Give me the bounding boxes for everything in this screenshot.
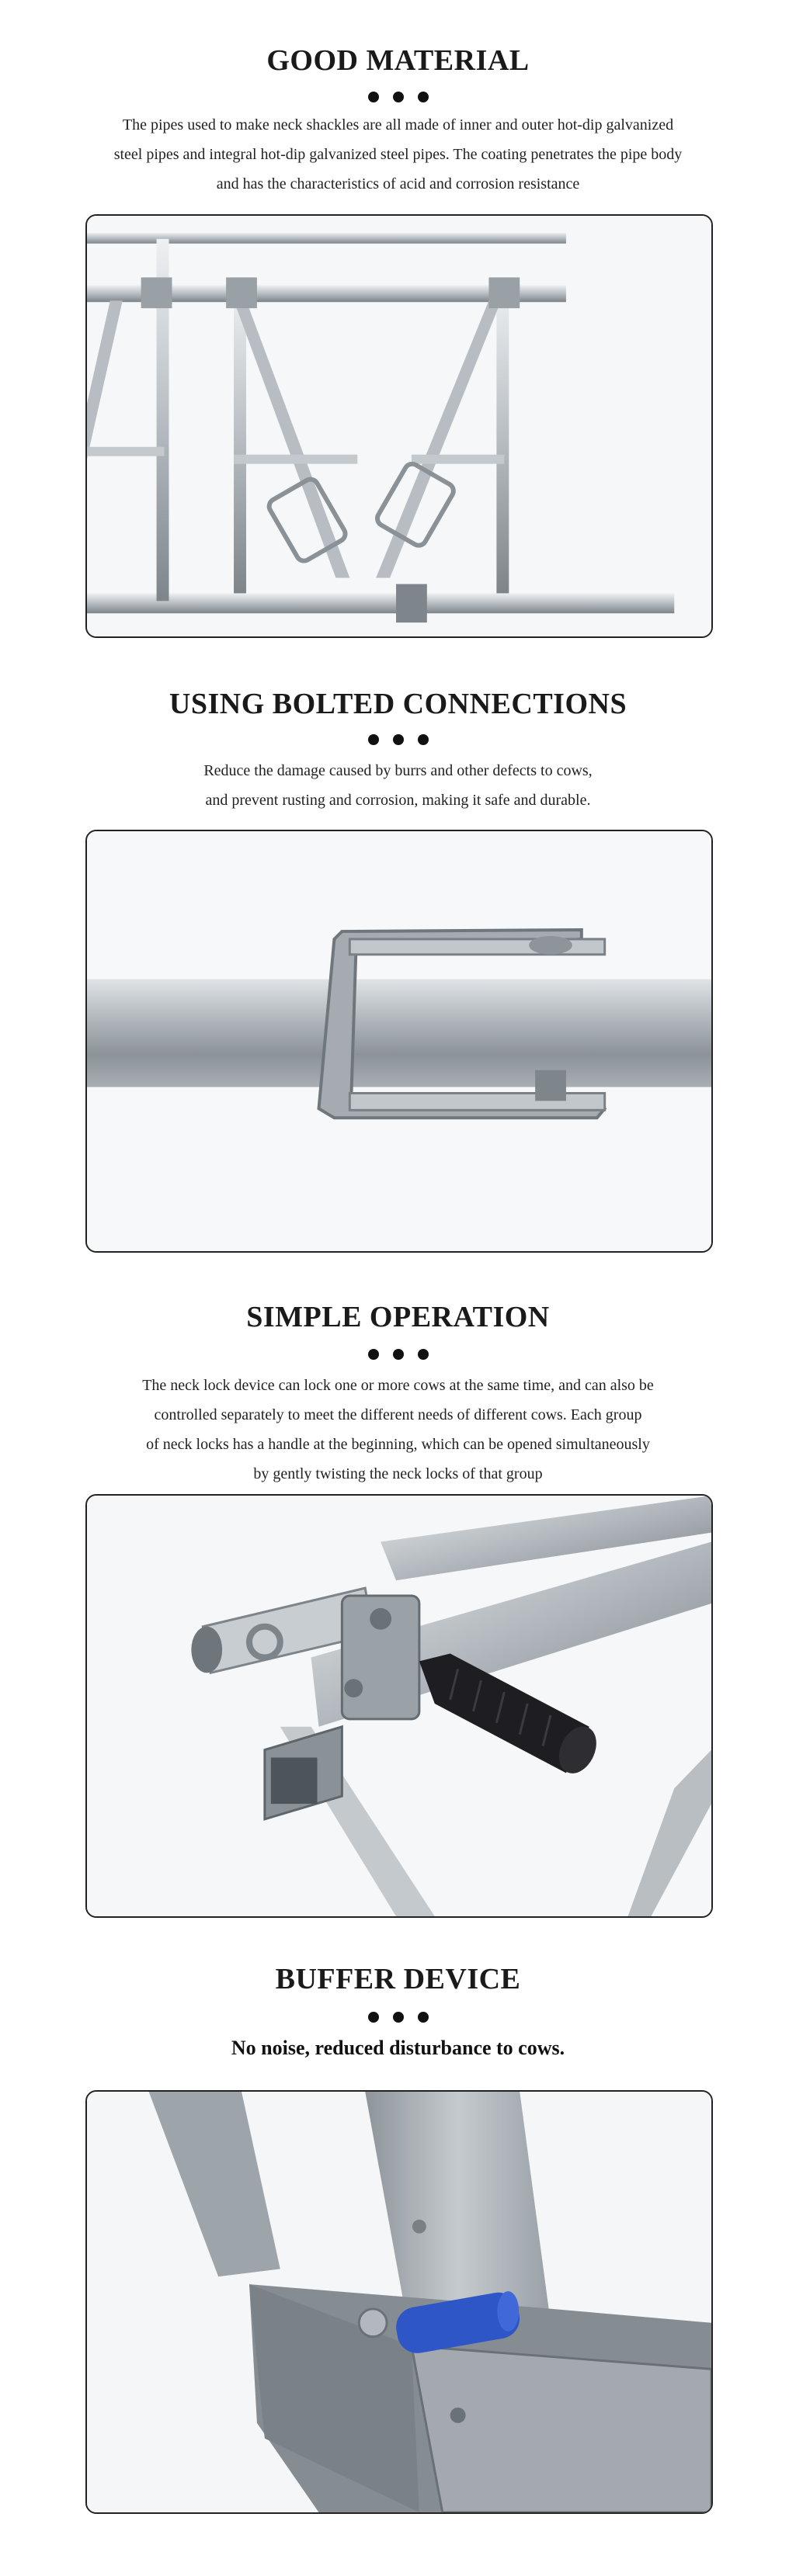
section-description-line: of neck locks has a handle at the beginn…: [146, 1436, 650, 1453]
section-title: SIMPLE OPERATION: [246, 1301, 550, 1333]
product-photo-buffer-device: [85, 2090, 713, 2514]
section-description-line: and has the characteristics of acid and …: [216, 175, 580, 192]
section-description-line: Reduce the damage caused by burrs and ot…: [203, 762, 593, 779]
dots-divider: [0, 734, 796, 745]
section-description-line: steel pipes and integral hot-dip galvani…: [113, 146, 683, 163]
dots-divider: [0, 1349, 796, 1360]
section-description-line: controlled separately to meet the differ…: [154, 1406, 642, 1423]
section-simple-operation: SIMPLE OPERATION The neck lock device ca…: [0, 1265, 796, 1925]
section-description-line: by gently twisting the neck locks of tha…: [253, 1465, 543, 1482]
section-title: USING BOLTED CONNECTIONS: [169, 688, 627, 720]
product-photo-lock-handle: [85, 1494, 713, 1918]
section-bolted-connections: USING BOLTED CONNECTIONS Reduce the dama…: [0, 644, 796, 1265]
section-description-line: and prevent rusting and corrosion, makin…: [205, 792, 591, 809]
product-photo-neck-lock-frame: [85, 214, 713, 638]
section-title: GOOD MATERIAL: [266, 44, 530, 77]
section-description-line: No noise, reduced disturbance to cows.: [231, 2037, 565, 2059]
dots-divider: [0, 92, 796, 102]
product-photo-bolted-clamp: [85, 830, 713, 1253]
dots-divider: [0, 2012, 796, 2023]
section-good-material: GOOD MATERIAL The pipes used to make nec…: [0, 0, 796, 644]
section-description-line: The pipes used to make neck shackles are…: [122, 116, 674, 133]
section-buffer-device: BUFFER DEVICE No noise, reduced disturba…: [0, 1925, 796, 2576]
section-title: BUFFER DEVICE: [275, 1963, 521, 1995]
section-description-line: The neck lock device can lock one or mor…: [142, 1377, 654, 1394]
